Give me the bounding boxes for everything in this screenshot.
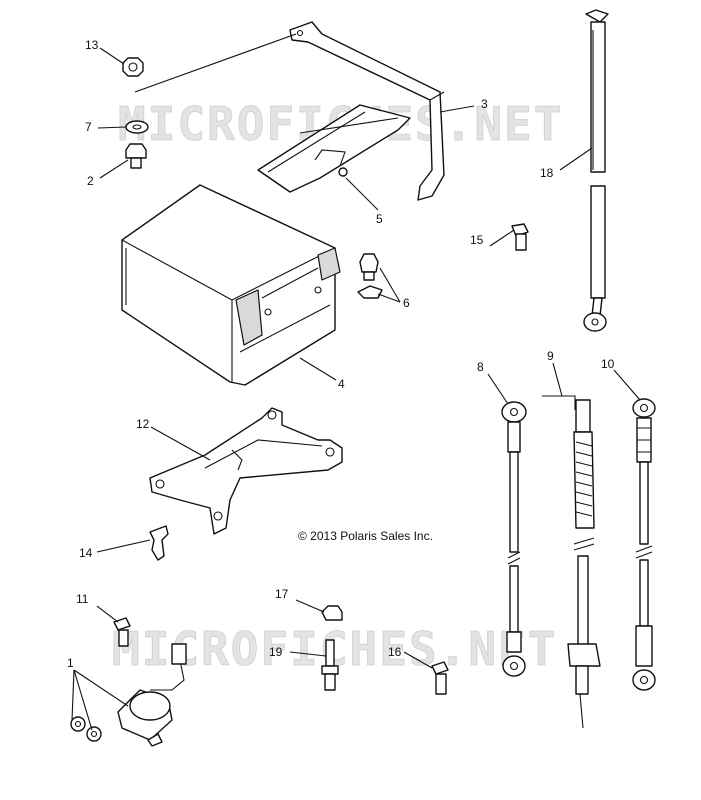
callout-11: 11 — [76, 592, 89, 606]
battery-tray-bracket — [149, 407, 343, 535]
callout-12: 12 — [136, 417, 150, 431]
battery — [121, 184, 341, 386]
callout-8: 8 — [477, 360, 484, 374]
starter-solenoid — [70, 643, 187, 747]
callout-1: 1 — [67, 656, 74, 670]
callout-16: 16 — [388, 645, 402, 659]
screw-11 — [113, 617, 131, 647]
terminal-bolt — [357, 253, 383, 299]
callout-17: 17 — [275, 587, 289, 601]
callout-4: 4 — [338, 377, 345, 391]
screw-15 — [511, 223, 529, 251]
callout-14: 14 — [79, 546, 93, 560]
callout-15: 15 — [470, 233, 484, 247]
stud-19 — [321, 639, 339, 691]
callout-19: 19 — [269, 645, 283, 659]
callout-13: 13 — [85, 38, 99, 52]
nut-13 — [122, 57, 144, 77]
leader-lines — [71, 33, 641, 731]
copyright-notice: © 2013 Polaris Sales Inc. — [298, 529, 433, 543]
push-rivet — [149, 525, 169, 561]
cable-10 — [632, 398, 656, 691]
callout-6: 6 — [403, 296, 410, 310]
cable-18 — [583, 9, 609, 332]
screw-16 — [431, 661, 449, 695]
nut-17 — [321, 605, 343, 621]
callout-10: 10 — [601, 357, 615, 371]
callout-5: 5 — [376, 212, 383, 226]
callout-7: 7 — [85, 120, 92, 134]
hold-down-bracket — [289, 21, 445, 201]
bolt-2 — [125, 143, 147, 169]
callout-2: 2 — [87, 174, 94, 188]
washer-7 — [125, 120, 149, 134]
cable-8 — [501, 401, 527, 677]
battery-cover-plate — [257, 104, 411, 193]
cable-9 — [542, 395, 601, 729]
callout-18: 18 — [540, 166, 554, 180]
callout-9: 9 — [547, 349, 554, 363]
callout-3: 3 — [481, 97, 488, 111]
